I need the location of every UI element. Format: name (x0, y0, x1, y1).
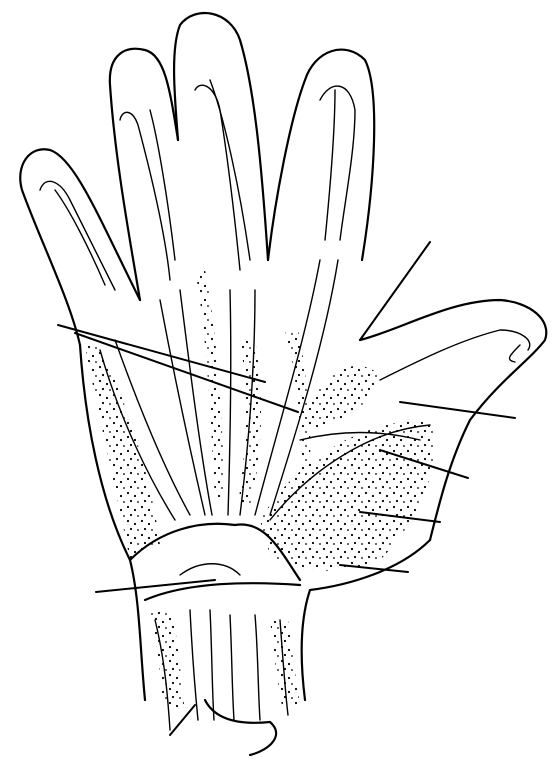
leader-line-7 (340, 565, 408, 572)
leader-line-4 (400, 402, 515, 418)
thenar-muscle-region (260, 420, 434, 571)
leader-line-3 (360, 242, 430, 340)
stippled-muscles (85, 270, 434, 710)
hypothenar-muscle-region (85, 345, 160, 560)
